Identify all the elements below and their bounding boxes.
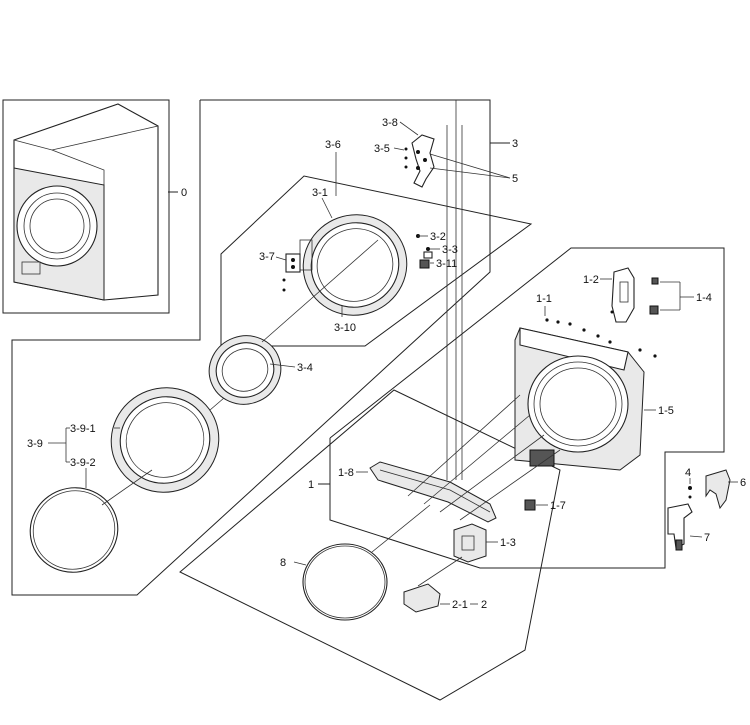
overview-box: 0 (2, 99, 187, 314)
door-gasket (208, 335, 282, 405)
label-3-6: 3-6 (325, 139, 341, 151)
label-3-4: 3-4 (297, 362, 313, 374)
door-assembly-box: 3 3-8 3-5 5 3-6 3-1 3-10 (11, 99, 533, 596)
label-6: 6 (740, 477, 746, 489)
label-3-3: 3-3 (442, 244, 458, 256)
label-1-8: 1-8 (338, 467, 354, 479)
label-1-4: 1-4 (696, 292, 712, 304)
seal-subbox (179, 389, 561, 701)
front-panel (514, 327, 645, 471)
door-frame-subbox (220, 175, 533, 347)
control-box (453, 523, 487, 563)
sensor-bracket (667, 486, 693, 551)
label-2-1: 2-1 (452, 599, 468, 611)
door-bracket (282, 253, 301, 292)
label-0: 0 (181, 187, 187, 199)
label-3-10: 3-10 (334, 322, 356, 334)
label-5: 5 (512, 173, 518, 185)
label-3-5: 3-5 (374, 143, 390, 155)
filter-cover (403, 583, 441, 613)
label-1-5: 1-5 (658, 405, 674, 417)
label-3: 3 (512, 138, 518, 150)
label-1: 1 (308, 479, 314, 491)
label-8: 8 (280, 557, 286, 569)
bottom-cover-strip (369, 461, 497, 523)
door-outer-ring (110, 387, 220, 493)
label-3-7: 3-7 (259, 251, 275, 263)
label-1-1: 1-1 (536, 293, 552, 305)
small-part-b (649, 305, 659, 315)
label-3-9-2: 3-9-2 (70, 457, 96, 469)
hook-part (705, 469, 731, 510)
door-glass (29, 487, 119, 573)
label-7: 7 (704, 532, 710, 544)
label-3-9: 3-9 (27, 438, 43, 450)
switch-bracket (610, 267, 635, 323)
label-3-11: 3-11 (436, 258, 457, 270)
label-3-8: 3-8 (382, 117, 398, 129)
label-2: 2 (481, 599, 487, 611)
label-1-2: 1-2 (583, 274, 599, 286)
washer-overview-drawing (13, 103, 159, 301)
door-inner-frame (299, 214, 408, 316)
label-3-2: 3-2 (430, 231, 446, 243)
door-hinge (404, 134, 435, 188)
label-1-7: 1-7 (550, 500, 566, 512)
small-part-a (651, 277, 659, 285)
label-3-9-1: 3-9-1 (70, 423, 96, 435)
seal-ring (302, 543, 388, 621)
front-panel-box: 1 1-5 1-1 1-2 (308, 247, 725, 569)
label-1-3: 1-3 (500, 537, 516, 549)
clip-part (524, 499, 536, 511)
label-4: 4 (685, 467, 691, 479)
label-3-1: 3-1 (312, 187, 328, 199)
